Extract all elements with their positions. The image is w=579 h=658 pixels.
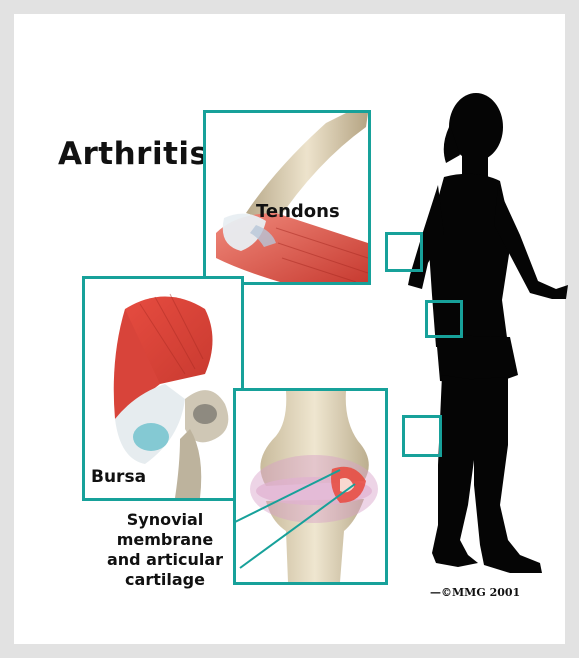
synovial-line-4: cartilage — [80, 570, 250, 590]
synovial-description: Synovial membrane and articular cartilag… — [80, 510, 250, 590]
copyright-text: —©MMG 2001 — [430, 586, 520, 599]
synovial-line-3: and articular — [80, 550, 250, 570]
synovial-line-2: membrane — [80, 530, 250, 550]
synovial-line-1: Synovial — [80, 510, 250, 530]
